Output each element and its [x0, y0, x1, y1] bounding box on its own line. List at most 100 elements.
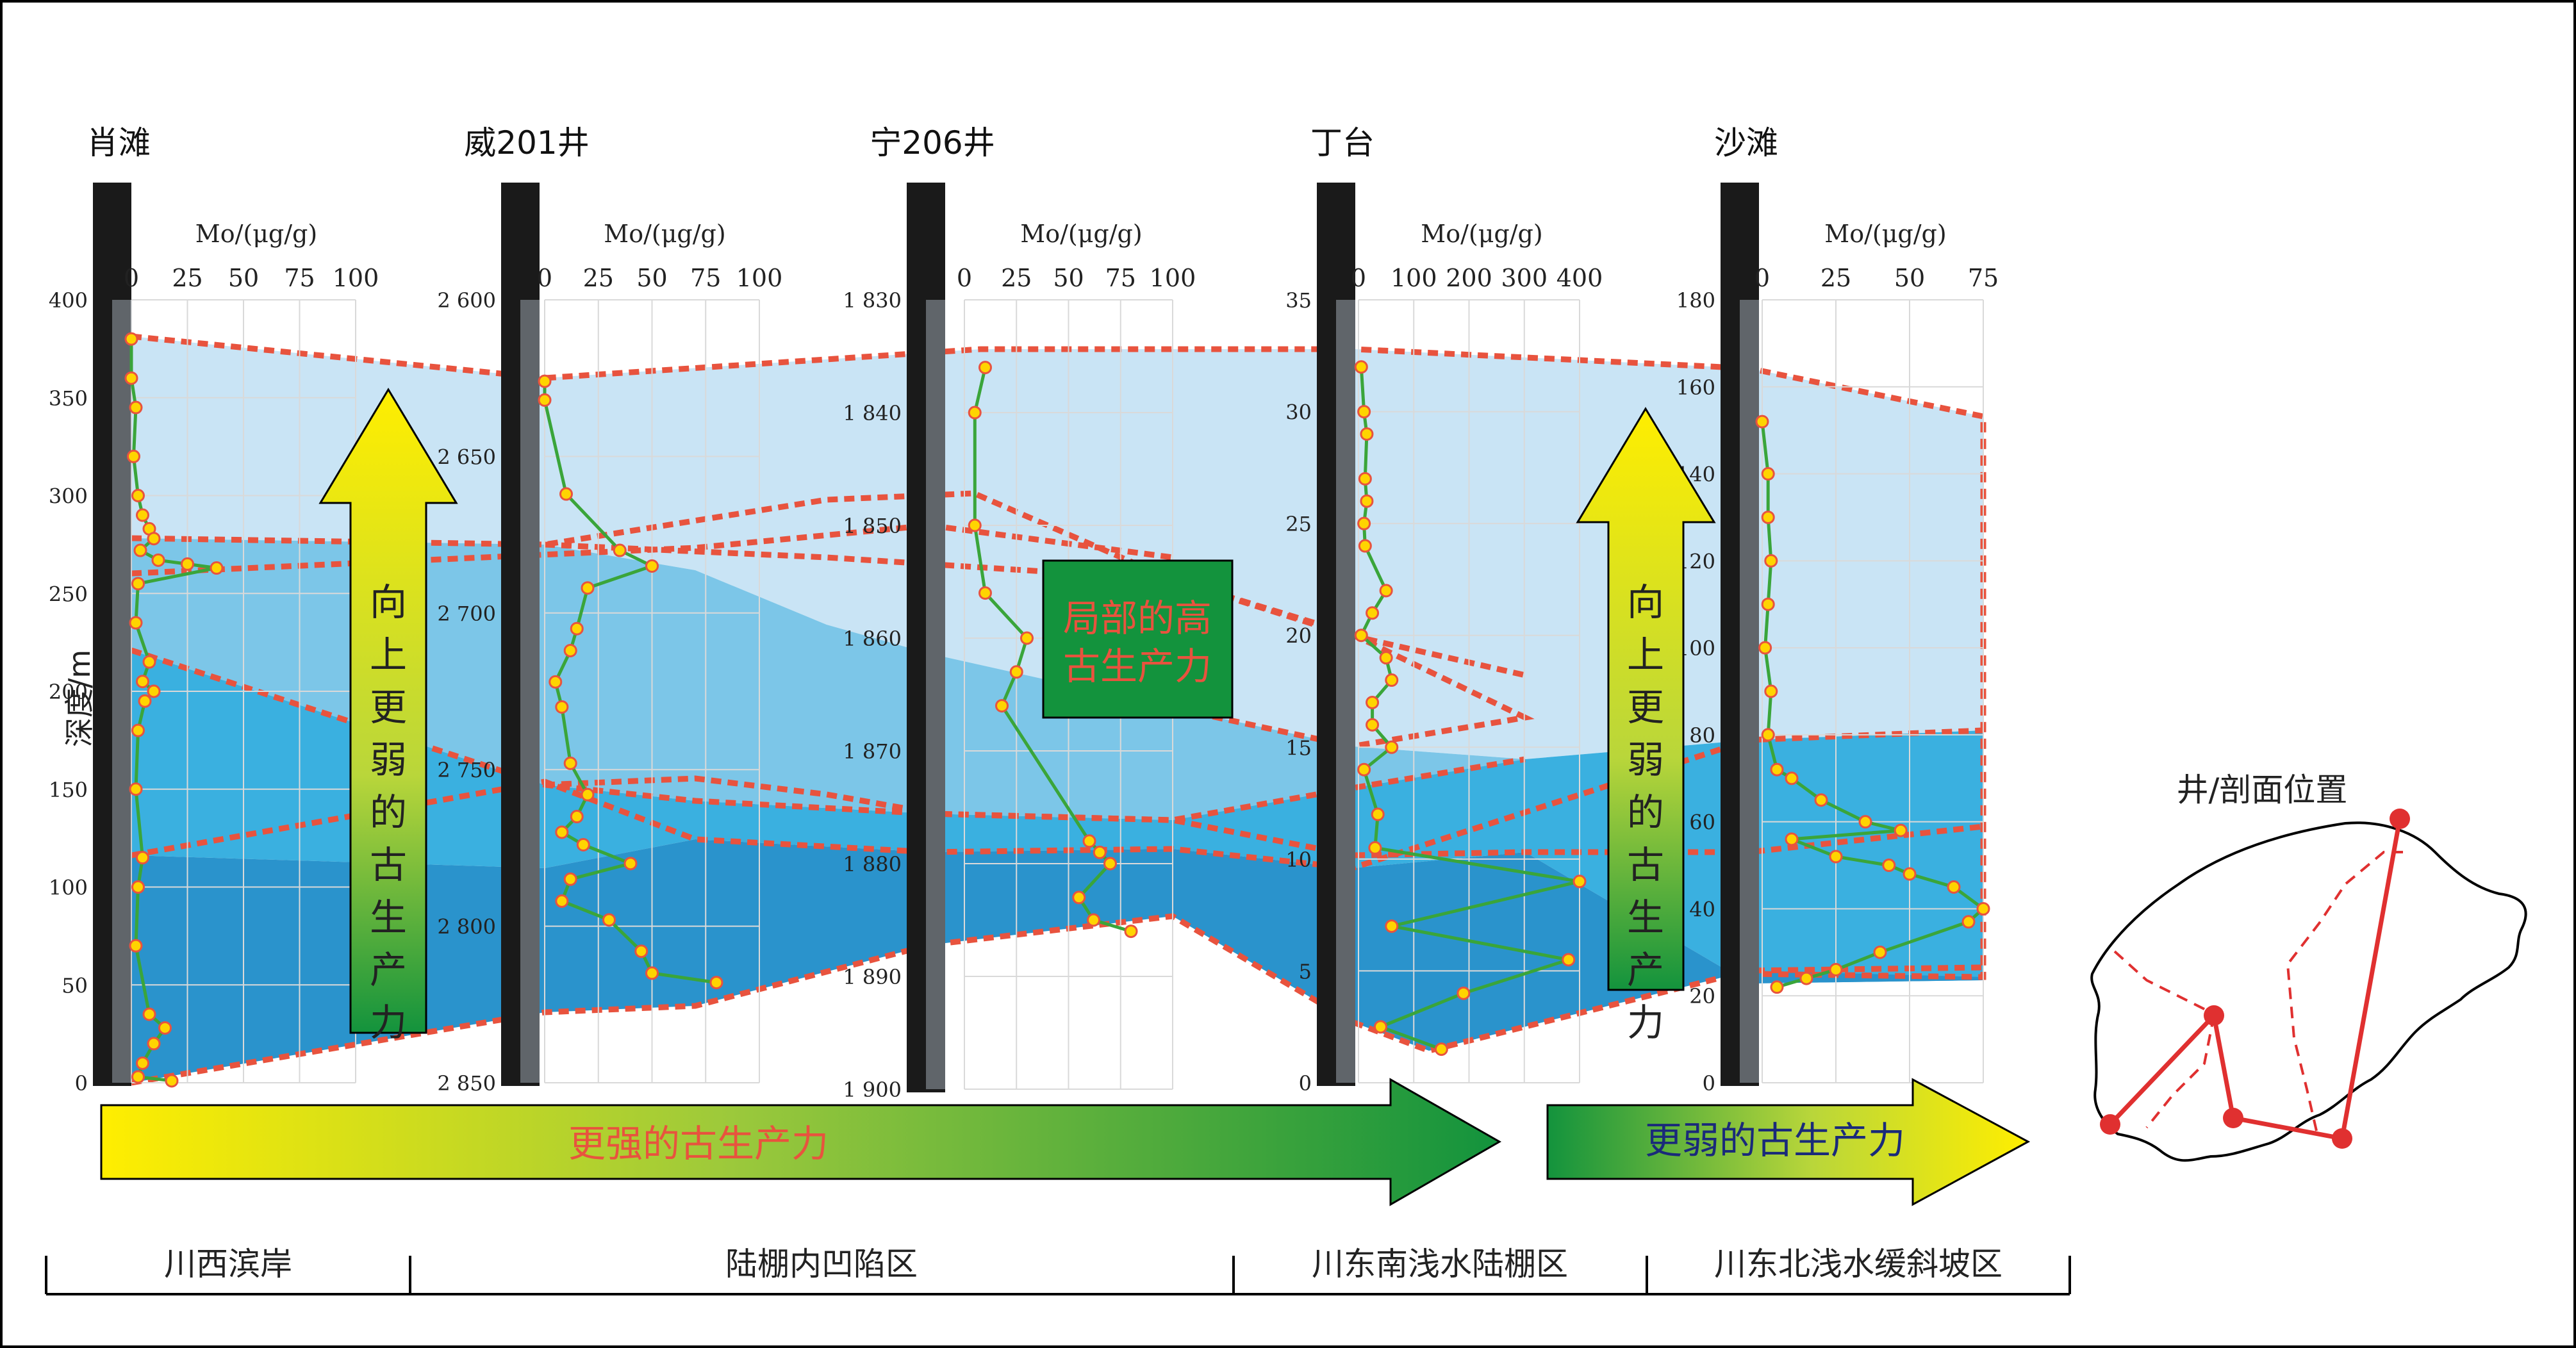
map-well-marker: [2100, 1114, 2120, 1135]
depth-tick-label: 15: [1285, 736, 1312, 760]
mo-data-point: [1785, 771, 1799, 785]
mo-data-point: [142, 1007, 156, 1021]
mo-data-point: [709, 976, 723, 990]
depth-tick-label: 1 840: [843, 401, 902, 425]
mo-data-point: [131, 489, 145, 502]
depth-tick-label: 2 700: [437, 602, 496, 626]
mo-data-point: [142, 655, 156, 669]
mo-data-point: [1374, 1020, 1387, 1034]
mo-data-point: [136, 675, 149, 689]
mo-data-point: [1379, 651, 1393, 665]
weaker-label: 更弱的古生产力: [1645, 1119, 1905, 1162]
mo-data-point: [563, 643, 577, 657]
well-core-band: [1336, 300, 1355, 1083]
depth-tick-label: 2 750: [437, 758, 496, 782]
mo-data-point: [581, 787, 595, 801]
depth-tick-label: 30: [1285, 400, 1312, 425]
mo-data-point: [1082, 834, 1096, 848]
depth-tick-label: 0: [75, 1071, 88, 1096]
mo-data-point: [1354, 629, 1368, 643]
mo-data-point: [1093, 845, 1107, 859]
layer-top: [131, 336, 1983, 759]
mo-data-point: [1761, 467, 1775, 481]
depth-tick-label: 250: [49, 582, 88, 606]
depth-tick-label: 20: [1689, 984, 1715, 1008]
x-tick-label: 50: [228, 264, 259, 292]
mo-data-point: [1366, 695, 1380, 709]
depth-tick-label: 2 650: [437, 445, 496, 469]
x-tick-label: 0: [1351, 264, 1366, 292]
x-tick-label: 75: [1968, 264, 1999, 292]
mo-data-point: [995, 699, 1009, 713]
mo-data-point: [1358, 539, 1372, 553]
well-name: 威201井: [464, 124, 589, 161]
mo-data-point: [1894, 823, 1908, 837]
mo-data-point: [1761, 510, 1775, 524]
mo-data-point: [1379, 584, 1393, 598]
stronger-label: 更强的古生产力: [568, 1122, 829, 1165]
region-label-4: 川东北浅水缓斜坡区: [1714, 1245, 2002, 1283]
mo-data-point: [136, 508, 149, 522]
x-tick-label: 0: [957, 264, 972, 292]
mo-data-point: [147, 532, 161, 546]
local-high-box: 局部的高 古生产力: [1042, 559, 1234, 719]
well-core-band: [926, 300, 945, 1089]
x-tick-label: 100: [736, 264, 783, 292]
map-well-marker: [2223, 1108, 2243, 1128]
mo-data-point: [1562, 953, 1576, 967]
mo-data-point: [133, 543, 147, 557]
depth-tick-label: 1 850: [843, 514, 902, 538]
mo-data-point: [549, 675, 563, 689]
mo-data-point: [1357, 762, 1371, 777]
region-bracket: 川西滨岸 陆棚内凹陷区 川东南浅水陆棚区 川东北浅水缓斜坡区: [45, 1245, 2071, 1295]
mo-data-point: [1814, 793, 1828, 807]
x-axis-title: Mo/(μg/g): [1020, 220, 1142, 248]
mo-data-point: [978, 586, 992, 600]
x-axis-title: Mo/(μg/g): [1824, 220, 1946, 248]
mo-data-point: [131, 723, 145, 737]
depth-tick-label: 350: [49, 386, 88, 411]
mo-data-point: [1385, 740, 1399, 754]
depth-tick-label: 160: [1676, 375, 1715, 400]
depth-tick-label: 35: [1285, 288, 1312, 313]
depth-tick-label: 20: [1285, 624, 1312, 648]
depth-tick-label: 1 860: [843, 627, 902, 651]
depth-tick-label: 25: [1285, 512, 1312, 536]
x-axis-title: Mo/(μg/g): [1421, 220, 1542, 248]
up-weaker-arrow-left: 向上更弱的古生产力: [318, 388, 458, 1044]
depth-tick-label: 1 890: [843, 965, 902, 989]
weaker-arrow: 更弱的古生产力: [1546, 1078, 2031, 1206]
mo-data-point: [1434, 1042, 1448, 1056]
mo-data-point: [1020, 631, 1034, 645]
mo-data-point: [1858, 815, 1872, 829]
x-tick-label: 100: [333, 264, 379, 292]
mo-data-point: [538, 393, 552, 407]
mo-data-point: [570, 621, 584, 636]
map-outline: [2090, 821, 2527, 1162]
x-tick-label: 0: [1754, 264, 1770, 292]
mo-curve: [1760, 421, 1986, 989]
mo-data-point: [129, 782, 143, 796]
mo-data-point: [555, 700, 569, 714]
map-well-marker: [2332, 1128, 2352, 1149]
mo-data-point: [136, 1056, 149, 1070]
x-tick-label: 50: [1053, 264, 1084, 292]
mo-data-point: [602, 913, 616, 927]
well-name: 肖滩: [87, 124, 151, 161]
mo-data-point: [1829, 850, 1843, 864]
x-axis-title: Mo/(μg/g): [604, 220, 725, 248]
stronger-arrow: 更强的古生产力: [100, 1078, 1502, 1206]
well-core-band: [112, 300, 131, 1083]
mo-data-point: [129, 939, 143, 953]
mo-data-point: [1385, 673, 1399, 687]
mo-data-point: [555, 825, 569, 839]
well-name: 丁台: [1310, 124, 1375, 161]
well-name: 沙滩: [1714, 124, 1778, 161]
depth-tick-label: 400: [49, 288, 88, 313]
mo-data-point: [1087, 913, 1100, 927]
mo-data-point: [136, 851, 149, 865]
mo-data-point: [124, 371, 138, 385]
mo-data-point: [131, 880, 145, 894]
